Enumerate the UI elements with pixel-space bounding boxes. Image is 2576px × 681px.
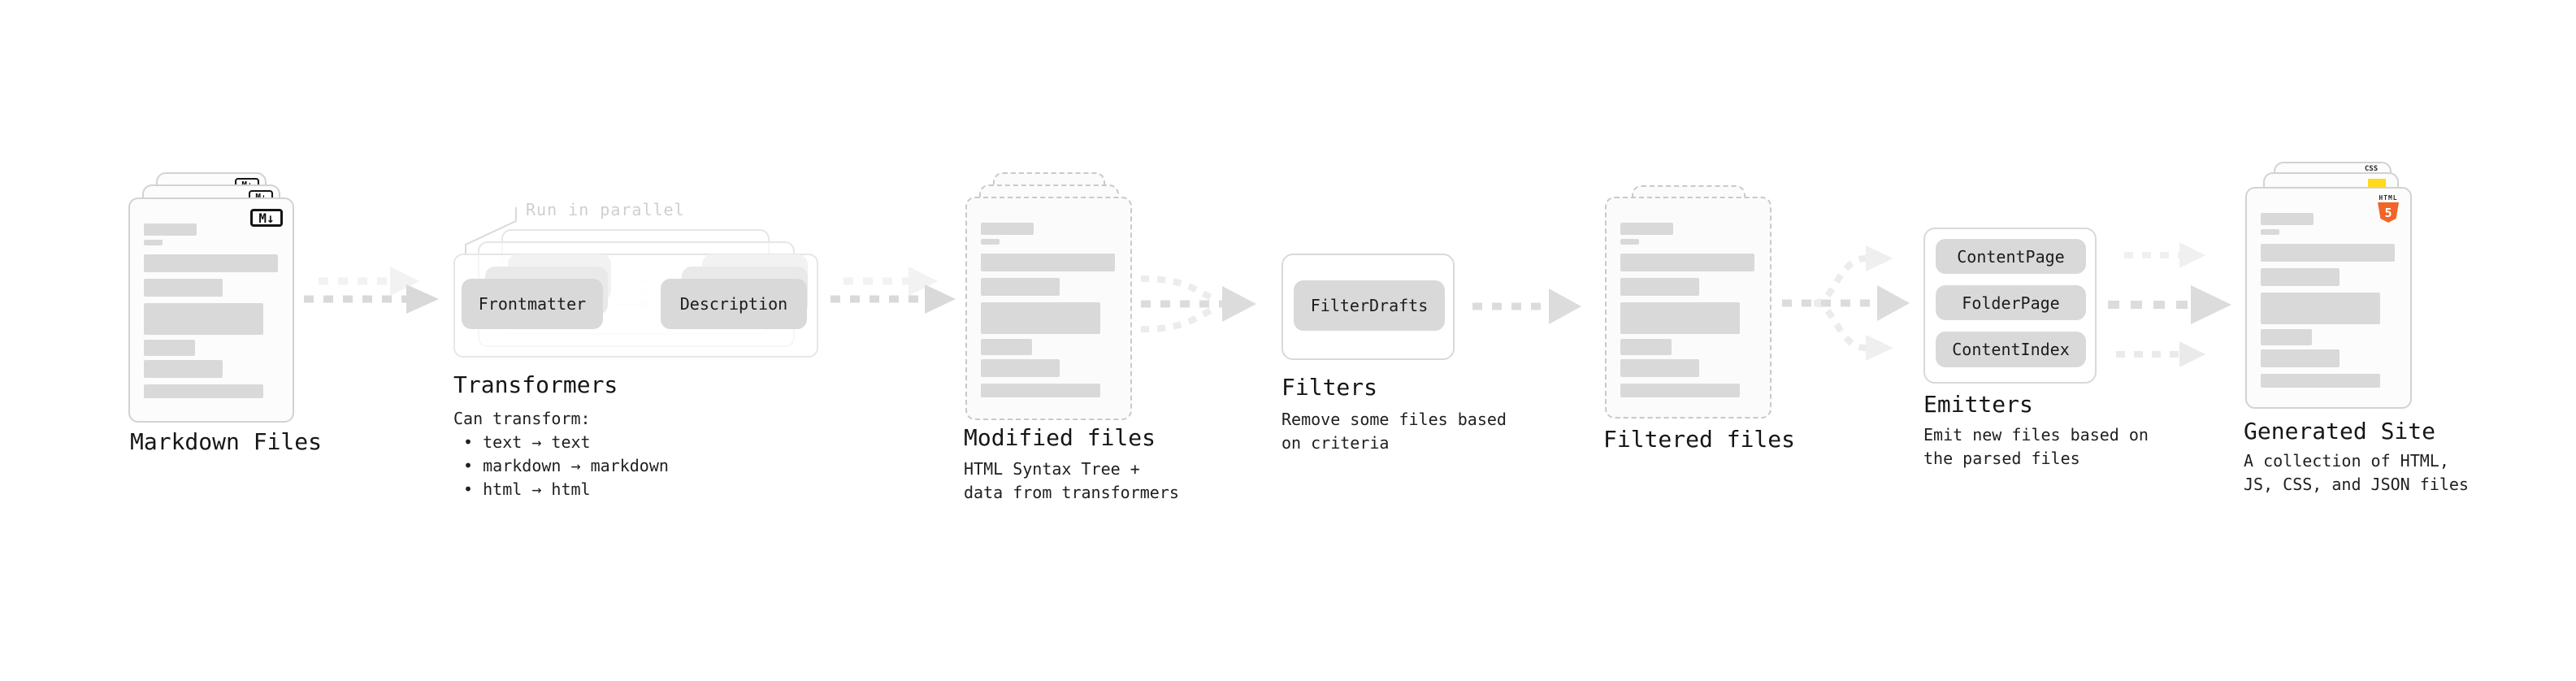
doc-content-bar [2261, 229, 2279, 235]
stage-label-markdown-files: Markdown Files [130, 428, 323, 455]
doc-content-bar [1620, 278, 1699, 296]
contentindex-box: ContentIndex [1936, 332, 2086, 367]
frontmatter-box: Frontmatter [462, 279, 603, 329]
stage-label-filters: Filters [1281, 374, 1378, 401]
filtered-doc-front [1605, 197, 1772, 419]
html5-icon: HTML 5 [2378, 194, 2399, 223]
doc-content-bar [144, 240, 163, 245]
doc-placeholder-text [981, 223, 1115, 397]
doc-placeholder-text [144, 223, 278, 398]
stage-sub-transformers: Can transform: • text → text • markdown … [453, 409, 669, 499]
arrow-emitters-to-site-top [2124, 242, 2205, 268]
emitters-panel: ContentPage FolderPage ContentIndex [1923, 228, 2097, 384]
doc-content-bar [1620, 359, 1699, 377]
doc-placeholder-text [2261, 213, 2395, 388]
doc-content-bar [1620, 239, 1639, 245]
doc-content-bar [144, 279, 223, 297]
arrow-emitters-to-site-bottom [2116, 341, 2205, 367]
javascript-icon [2368, 179, 2386, 187]
doc-content-bar [2261, 329, 2312, 345]
description-box: Description [661, 279, 807, 329]
stage-label-emitters: Emitters [1923, 391, 2033, 418]
doc-content-bar [144, 223, 197, 236]
doc-content-bar [1620, 384, 1740, 397]
arrow-modified-to-filters-converge [1140, 275, 1256, 332]
markdown-icon: M↓ [250, 209, 283, 227]
doc-content-bar [981, 302, 1100, 334]
doc-content-bar [144, 340, 195, 356]
doc-content-bar [144, 303, 263, 335]
doc-content-bar [2261, 268, 2340, 286]
arrow-transformers-to-modified [830, 267, 956, 314]
stage-label-modified-files: Modified files [964, 424, 1156, 451]
stage-label-transformers: Transformers [453, 371, 618, 398]
doc-content-bar [981, 254, 1115, 271]
doc-content-bar [144, 254, 278, 272]
arrow-filtered-to-emitters-diverge [1782, 245, 1910, 361]
filterdrafts-box: FilterDrafts [1294, 280, 1445, 331]
modified-doc-front [965, 197, 1132, 420]
stage-sub-filters: Remove some files based on criteria [1281, 410, 1507, 453]
doc-content-bar [981, 384, 1100, 397]
doc-content-bar [144, 384, 263, 398]
markdown-doc-front: M↓ [128, 197, 294, 423]
doc-content-bar [981, 278, 1060, 296]
stage-label-filtered-files: Filtered files [1603, 426, 1796, 453]
doc-content-bar [981, 239, 1000, 245]
stage-sub-generated-site: A collection of HTML, JS, CSS, and JSON … [2244, 451, 2469, 494]
folderpage-box: FolderPage [1936, 285, 2086, 320]
stage-sub-emitters: Emit new files based on the parsed files [1923, 425, 2149, 468]
doc-content-bar [981, 339, 1032, 355]
doc-content-bar [1620, 302, 1740, 334]
doc-content-bar [2261, 244, 2395, 262]
doc-content-bar [2261, 349, 2340, 367]
doc-content-bar [1620, 223, 1673, 235]
doc-placeholder-text [1620, 223, 1754, 397]
arrow-filters-to-filtered [1472, 288, 1581, 324]
doc-content-bar [981, 359, 1060, 377]
doc-content-bar [981, 223, 1034, 235]
arrow-markdown-to-transformers [304, 267, 439, 314]
doc-content-bar [1620, 254, 1754, 271]
doc-content-bar [1620, 339, 1672, 355]
site-doc-html: HTML 5 [2245, 187, 2412, 409]
filters-panel: FilterDrafts [1281, 254, 1455, 360]
contentpage-box: ContentPage [1936, 239, 2086, 274]
run-in-parallel-annotation: Run in parallel [526, 200, 685, 219]
stage-label-generated-site: Generated Site [2244, 418, 2436, 445]
stage-sub-modified-files: HTML Syntax Tree + data from transformer… [964, 459, 1179, 502]
arrow-emitters-to-site-middle [2108, 285, 2231, 324]
doc-content-bar [2261, 213, 2314, 225]
doc-content-bar [2261, 293, 2380, 324]
doc-content-bar [2261, 374, 2380, 388]
doc-content-bar [144, 360, 223, 378]
